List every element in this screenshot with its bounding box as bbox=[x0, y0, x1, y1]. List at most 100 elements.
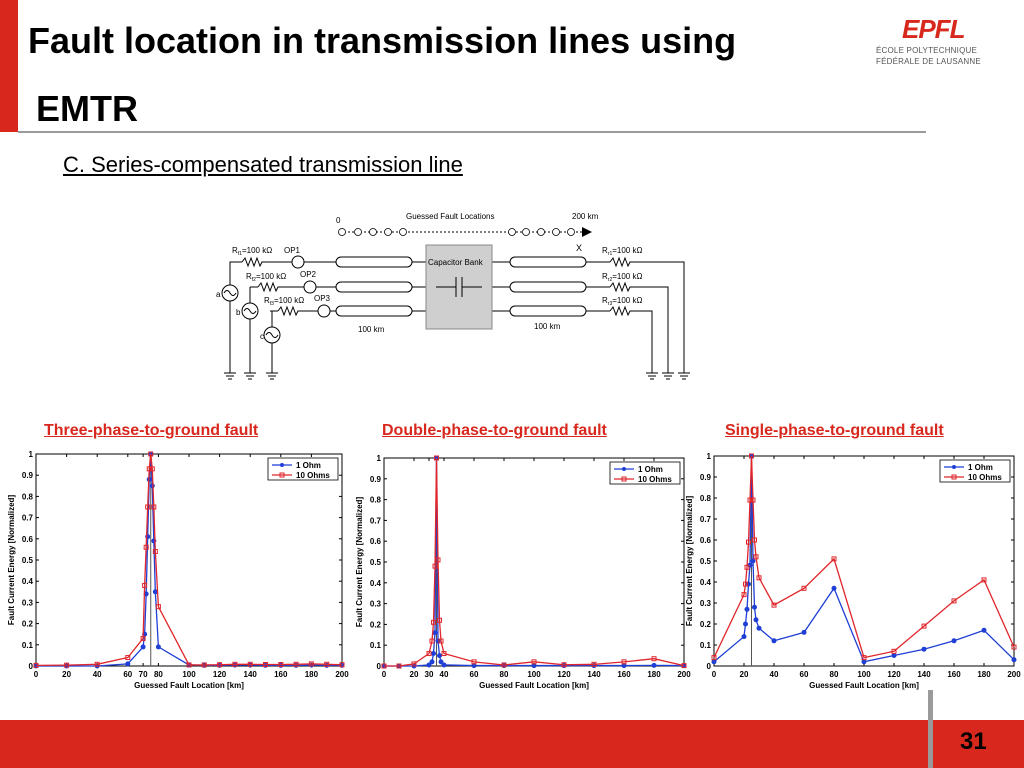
data-point bbox=[741, 634, 747, 640]
data-point bbox=[711, 659, 717, 665]
page-number: 31 bbox=[960, 728, 987, 755]
op3-label: OP3 bbox=[314, 294, 331, 303]
legend-entry: 1 Ohm bbox=[638, 465, 663, 474]
rf2-label: Rf2=100 kΩ bbox=[246, 272, 286, 283]
x-tick-label: 200 bbox=[677, 670, 691, 679]
data-point bbox=[155, 644, 161, 650]
segment-left-label: 100 km bbox=[358, 325, 385, 334]
data-point bbox=[981, 627, 987, 633]
y-axis-label: Fault Current Energy [Normalized] bbox=[685, 496, 694, 627]
x-tick-label: 100 bbox=[527, 670, 541, 679]
x-tick-label: 160 bbox=[947, 670, 961, 679]
data-point bbox=[771, 602, 777, 608]
series-line-0 bbox=[713, 455, 1015, 663]
data-point bbox=[429, 638, 435, 644]
data-point bbox=[437, 617, 442, 623]
data-point bbox=[861, 655, 867, 661]
rf3-label: Rf3=100 kΩ bbox=[264, 296, 304, 307]
y-tick-label: 0.4 bbox=[700, 578, 712, 587]
y-tick-label: 0.2 bbox=[22, 620, 34, 629]
logo-line1: ÉCOLE POLYTECHNIQUE bbox=[876, 46, 978, 55]
data-point bbox=[861, 659, 867, 665]
x-tick-label: 60 bbox=[800, 670, 809, 679]
y-tick-label: 0.4 bbox=[22, 577, 34, 586]
plot-frame bbox=[35, 453, 343, 667]
data-point bbox=[752, 604, 757, 610]
y-tick-label: 0.9 bbox=[700, 473, 712, 482]
data-point bbox=[750, 558, 756, 564]
rr2-label: Rr2=100 kΩ bbox=[602, 272, 642, 283]
legend-marker bbox=[279, 472, 285, 478]
x-tick-label: 120 bbox=[887, 670, 901, 679]
y-tick-label: 0 bbox=[29, 662, 34, 671]
data-point bbox=[756, 625, 762, 631]
y-tick-label: 1 bbox=[29, 450, 34, 459]
series-line-1 bbox=[713, 455, 1015, 659]
chart2-title: Double-phase-to-ground fault bbox=[382, 422, 607, 439]
x-tick-label: 160 bbox=[617, 670, 631, 679]
x-tick-label: 60 bbox=[123, 670, 132, 679]
data-point bbox=[33, 662, 39, 668]
data-point bbox=[308, 661, 314, 667]
circuit-wiring bbox=[221, 255, 690, 380]
x-tick-label: 200 bbox=[1007, 670, 1021, 679]
data-point bbox=[142, 582, 148, 588]
data-point bbox=[431, 651, 436, 657]
data-point bbox=[750, 497, 756, 503]
x-tick-label: 0 bbox=[34, 670, 39, 679]
capacitor-bank-label: Capacitor Bank bbox=[428, 258, 484, 267]
data-point bbox=[432, 563, 438, 569]
data-point bbox=[753, 554, 759, 560]
data-point bbox=[339, 662, 345, 668]
data-point bbox=[921, 623, 927, 629]
data-point bbox=[263, 662, 268, 668]
data-point bbox=[145, 504, 151, 510]
x-tick-label: 80 bbox=[154, 670, 163, 679]
legend-entry: 10 Ohms bbox=[296, 471, 330, 480]
data-point bbox=[143, 544, 149, 550]
op1-label: OP1 bbox=[284, 246, 301, 255]
data-point bbox=[891, 648, 897, 654]
x-tick-label: 20 bbox=[410, 670, 419, 679]
phase-c-label: c bbox=[260, 332, 264, 341]
data-point bbox=[831, 556, 837, 562]
logo-word: EPFL bbox=[902, 14, 965, 44]
y-tick-label: 0.2 bbox=[700, 620, 712, 629]
y-tick-label: 0.6 bbox=[700, 536, 712, 545]
x-tick-label: 80 bbox=[830, 670, 839, 679]
data-point bbox=[441, 662, 447, 668]
data-point bbox=[621, 659, 627, 665]
legend-marker bbox=[621, 476, 627, 482]
data-point bbox=[951, 598, 957, 604]
y-tick-label: 0.4 bbox=[370, 579, 382, 588]
data-point bbox=[140, 635, 146, 641]
x-axis-label: Guessed Fault Location [km] bbox=[479, 681, 589, 690]
data-point bbox=[434, 455, 439, 461]
y-tick-label: 0.7 bbox=[700, 515, 712, 524]
data-point bbox=[152, 589, 158, 595]
title-divider bbox=[18, 131, 926, 133]
data-point bbox=[591, 661, 597, 667]
data-point bbox=[426, 662, 432, 668]
legend-marker bbox=[951, 474, 957, 480]
data-point bbox=[148, 451, 154, 457]
x-tick-label: 180 bbox=[647, 670, 661, 679]
guess-arrow bbox=[582, 227, 592, 237]
data-point bbox=[831, 585, 837, 591]
data-point bbox=[426, 651, 432, 657]
y-tick-label: 0.1 bbox=[700, 641, 712, 650]
data-point bbox=[411, 661, 417, 667]
data-point bbox=[744, 606, 750, 612]
y-tick-label: 0 bbox=[377, 662, 382, 671]
data-point bbox=[140, 644, 146, 650]
chart1-title: Three-phase-to-ground fault bbox=[44, 422, 259, 439]
data-point bbox=[441, 651, 447, 657]
y-tick-label: 0.9 bbox=[22, 471, 34, 480]
data-point bbox=[891, 653, 897, 658]
title-accent-bar bbox=[0, 0, 18, 132]
phase-a-label: a bbox=[216, 290, 221, 299]
y-tick-label: 0 bbox=[707, 662, 712, 671]
guessed-label: Guessed Fault Locations bbox=[406, 212, 495, 221]
data-point bbox=[435, 557, 441, 563]
